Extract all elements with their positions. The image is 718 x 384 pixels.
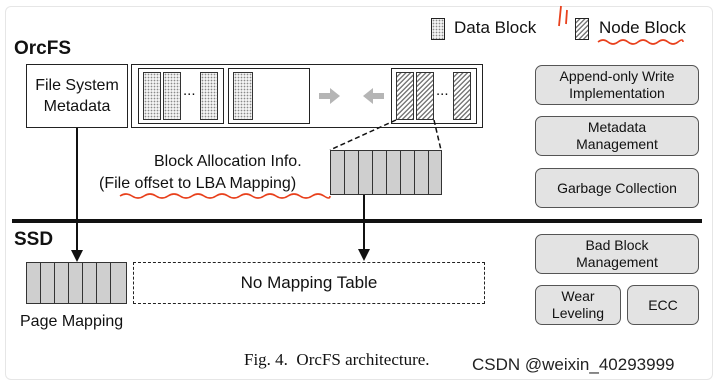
segment-2-data-block-1 (233, 72, 253, 120)
orcfs-title: OrcFS (14, 38, 72, 59)
fs-metadata-label: File System Metadata (35, 77, 119, 115)
page-mapping-cell (26, 262, 41, 304)
block-alloc-subtitle: (File offset to LBA Mapping) (99, 175, 297, 192)
csdn-watermark: CSDN @weixin_40293999 (472, 355, 675, 374)
page-mapping-cell (96, 262, 111, 304)
no-mapping-table-box: No Mapping Table (133, 262, 485, 304)
segment-3-node-block-2 (416, 72, 434, 120)
page-mapping-cell (54, 262, 69, 304)
segment-1-data-block-3 (200, 72, 218, 120)
arrow-right-icon (319, 88, 340, 104)
metadata-management-box: Metadata Management (535, 116, 699, 156)
node-block-legend-swatch (575, 18, 589, 40)
arrow-down-icon (71, 250, 83, 262)
fs-metadata-box: File System Metadata (26, 64, 128, 128)
ecc-label: ECC (648, 296, 678, 313)
alloc-cell (428, 150, 442, 195)
ssd-title: SSD (14, 229, 54, 250)
wear-leveling-box: Wear Leveling (535, 285, 621, 325)
garbage-collection-box: Garbage Collection (535, 168, 699, 208)
segment-3-node-block-1 (396, 72, 414, 120)
append-only-write-label: Append-only Write Implementation (559, 68, 675, 101)
bad-block-management-box: Bad Block Management (535, 234, 699, 274)
no-mapping-table-label: No Mapping Table (240, 273, 378, 292)
page-mapping-cell (68, 262, 83, 304)
segment-3-node-block-3 (453, 72, 471, 120)
ecc-box: ECC (627, 285, 699, 325)
wear-leveling-label: Wear Leveling (551, 288, 605, 321)
segment-1-ellipsis: ... (183, 82, 196, 99)
append-only-write-box: Append-only Write Implementation (535, 65, 699, 105)
page-mapping-cell (110, 262, 127, 304)
segment-3-ellipsis: ... (436, 82, 449, 99)
node-block-legend-label: Node Block (599, 18, 686, 37)
figure-caption: Fig. 4. OrcFS architecture. (244, 350, 430, 369)
page-mapping-cell (40, 262, 55, 304)
metadata-management-label: Metadata Management (576, 119, 658, 152)
garbage-collection-label: Garbage Collection (557, 179, 677, 196)
arrow-down-icon (358, 249, 370, 261)
arrow-left-icon (363, 88, 384, 104)
block-alloc-title: Block Allocation Info. (154, 153, 302, 170)
page-mapping-table (26, 262, 127, 304)
segment-1-data-block-2 (163, 72, 181, 120)
data-block-legend-swatch (431, 18, 445, 40)
block-alloc-table (330, 150, 442, 195)
bad-block-management-label: Bad Block Management (576, 237, 658, 270)
gray-arrows (319, 88, 384, 104)
data-block-legend-label: Data Block (454, 18, 537, 37)
page-mapping-cell (82, 262, 97, 304)
segment-1-data-block-1 (143, 72, 161, 120)
page-mapping-label: Page Mapping (20, 313, 124, 330)
